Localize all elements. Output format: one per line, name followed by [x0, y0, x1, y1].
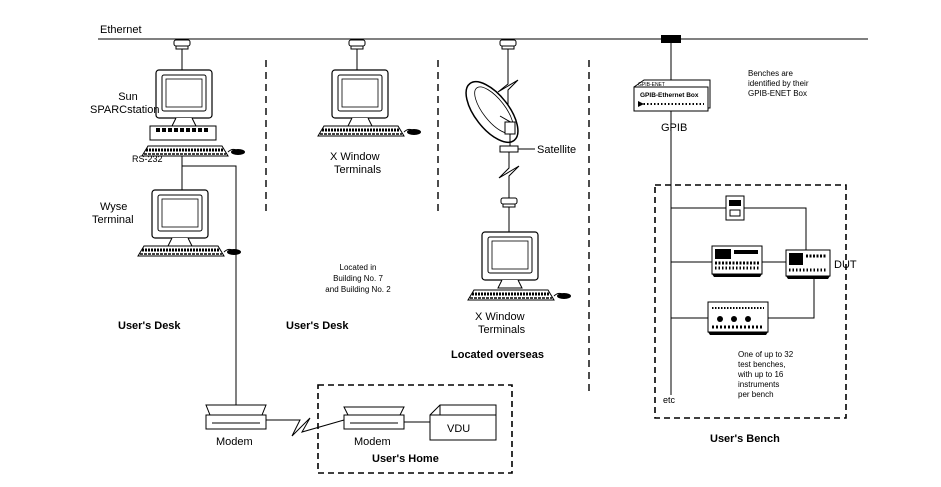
bench-capacity-line4: instruments: [738, 380, 779, 389]
users-bench-box: [654, 184, 847, 419]
bench-capacity-line5: per bench: [738, 390, 774, 399]
gpib-bus-label: GPIB: [661, 122, 687, 134]
xterm-mid-label-line1: X Window: [330, 151, 380, 163]
location-note-line3: and Building No. 2: [325, 285, 391, 294]
users-desk-caption-1: User's Desk: [118, 320, 181, 332]
sparcstation-label-line1: Sun: [118, 91, 138, 103]
ethernet-connector-icon: [661, 35, 681, 43]
users-bench-caption: User's Bench: [710, 433, 780, 445]
location-note-line2: Building No. 7: [333, 274, 383, 283]
satellite-uplink-line: [497, 70, 519, 112]
vdu-label: VDU: [447, 423, 470, 435]
wyse-label-line2: Terminal: [92, 214, 134, 226]
ethernet-tap-icon: [499, 39, 517, 50]
gpib-enet-small-label: GPIB-ENET: [638, 82, 665, 88]
users-home-box: [317, 384, 513, 474]
rs232-label: RS-232: [132, 154, 163, 164]
modem-home-label: Modem: [354, 436, 391, 448]
location-note-line1: Located in: [340, 263, 377, 272]
satellite-downlink-line: [498, 152, 520, 198]
wyse-terminal-icon: [136, 189, 243, 258]
gpib-etc-label: etc: [663, 395, 676, 405]
modem-home-icon: [343, 406, 405, 430]
ethernet-label: Ethernet: [100, 24, 142, 36]
gpib-ethernet-box-icon: [633, 79, 711, 112]
instrument-analyzer-icon: [710, 244, 764, 279]
ethernet-tap-icon: [348, 39, 366, 50]
satellite-label: Satellite: [537, 144, 576, 156]
dut-label: DUT: [834, 259, 857, 271]
gpib-ethernet-box-title: GPIB-Ethernet Box: [640, 92, 699, 99]
located-overseas-caption: Located overseas: [451, 349, 544, 361]
xterm-overseas-label-line2: Terminals: [478, 324, 526, 336]
bench-note-line3: GPIB-ENET Box: [748, 89, 807, 98]
satellite-dish-icon: [465, 81, 519, 146]
sparcstation-icon: [140, 69, 247, 158]
bench-capacity-line3: with up to 16: [737, 370, 784, 379]
bench-capacity-line2: test benches,: [738, 360, 786, 369]
ethernet-tap-icon: [173, 39, 191, 50]
phone-line: [266, 417, 345, 437]
ethernet-tap-icon: [500, 197, 518, 208]
instrument-signal-generator-icon: [707, 301, 769, 335]
modem-desk-icon: [205, 404, 267, 430]
bench-note-line1: Benches are: [748, 69, 793, 78]
x-terminal-icon: [316, 69, 423, 138]
users-home-caption: User's Home: [372, 453, 439, 465]
x-terminal-overseas-icon: [466, 231, 573, 302]
instrument-power-supply-icon: [725, 195, 745, 221]
satellite-receiver-icon: [499, 145, 519, 153]
bench-capacity-line1: One of up to 32: [738, 350, 794, 359]
bench-note-line2: identified by their: [748, 79, 809, 88]
dut-device-icon: [785, 249, 831, 279]
xterm-mid-label-line2: Terminals: [334, 164, 382, 176]
sparcstation-label-line2: SPARCstation: [90, 104, 160, 116]
users-desk-caption-2: User's Desk: [286, 320, 349, 332]
modem-desk-label: Modem: [216, 436, 253, 448]
vdu-icon: [429, 404, 497, 441]
wyse-label-line1: Wyse: [100, 201, 127, 213]
xterm-overseas-label-line1: X Window: [475, 311, 525, 323]
